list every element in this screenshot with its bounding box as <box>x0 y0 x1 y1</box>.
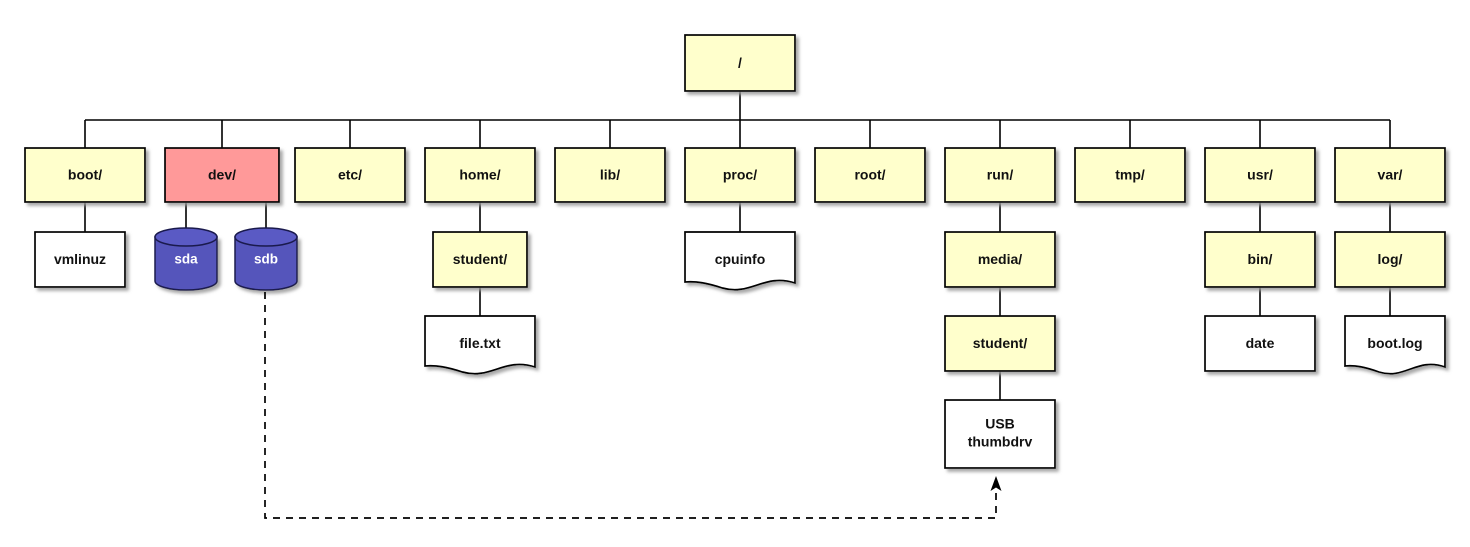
node-box <box>1204 231 1316 288</box>
node-dev: dev/ <box>164 147 280 203</box>
node-cylinder-top <box>234 227 298 247</box>
node-box <box>1204 147 1316 203</box>
edge-sdb-mounted-at-usb-thumbdrv <box>264 292 997 519</box>
node-home: home/ <box>424 147 536 203</box>
node-text: bin/ <box>1248 251 1273 267</box>
node-box <box>944 147 1056 203</box>
node-lib: lib/ <box>554 147 666 203</box>
node-text: sdb <box>254 252 278 267</box>
node-box <box>432 231 528 288</box>
node-text: date <box>1246 335 1275 351</box>
node-usb: USB thumbdrv <box>944 399 1056 469</box>
node-text-line-1: USB <box>985 416 1015 432</box>
node-box <box>34 231 126 288</box>
node-box <box>294 147 406 203</box>
node-text: lib/ <box>600 167 620 183</box>
node-box <box>1334 231 1446 288</box>
node-bootlog: boot.log <box>1344 315 1446 375</box>
node-box <box>944 315 1056 372</box>
node-text: media/ <box>978 251 1022 267</box>
node-student1: student/ <box>432 231 528 288</box>
node-text: / <box>738 55 742 71</box>
mount-link-layer <box>264 292 1002 519</box>
node-root: / <box>684 34 796 92</box>
node-box <box>684 147 796 203</box>
node-text: sda <box>174 252 198 267</box>
node-student2: student/ <box>944 315 1056 372</box>
node-cpuinfo: cpuinfo <box>684 231 796 291</box>
node-box <box>944 231 1056 288</box>
edge-layer <box>84 91 1391 400</box>
node-log: log/ <box>1334 231 1446 288</box>
node-sda: sda <box>154 227 218 291</box>
node-bin: bin/ <box>1204 231 1316 288</box>
node-text: etc/ <box>338 167 362 183</box>
node-document-shape <box>1344 315 1446 375</box>
node-text: usr/ <box>1247 167 1273 183</box>
node-boot: boot/ <box>24 147 146 203</box>
node-var: var/ <box>1334 147 1446 203</box>
node-cylinder-top <box>154 227 218 247</box>
node-cylinder-body <box>234 236 298 291</box>
node-box <box>1334 147 1446 203</box>
node-text: student/ <box>453 251 508 267</box>
node-box <box>424 147 536 203</box>
node-document-shape <box>684 231 796 291</box>
node-tmp: tmp/ <box>1074 147 1186 203</box>
node-box <box>944 399 1056 469</box>
node-rootd: root/ <box>814 147 926 203</box>
node-box <box>684 34 796 92</box>
node-text: boot.log <box>1367 335 1422 351</box>
node-text: tmp/ <box>1115 167 1145 183</box>
node-text: vmlinuz <box>54 251 106 267</box>
node-sdb: sdb <box>234 227 298 291</box>
node-proc: proc/ <box>684 147 796 203</box>
node-cylinder-body <box>154 236 218 291</box>
node-text: var/ <box>1378 167 1403 183</box>
node-layer: / boot/dev/etc/home/lib/proc/root/run/tmp… <box>24 34 1446 469</box>
node-box <box>1074 147 1186 203</box>
node-text: log/ <box>1378 251 1403 267</box>
node-vmlinuz: vmlinuz <box>34 231 126 288</box>
node-box <box>1204 315 1316 372</box>
node-document-shape <box>424 315 536 375</box>
node-text: dev/ <box>208 167 236 183</box>
node-media: media/ <box>944 231 1056 288</box>
node-box <box>164 147 280 203</box>
node-text-line-2: thumbdrv <box>968 434 1033 450</box>
node-usr: usr/ <box>1204 147 1316 203</box>
node-box <box>554 147 666 203</box>
node-text: file.txt <box>459 335 501 351</box>
node-box <box>24 147 146 203</box>
node-etc: etc/ <box>294 147 406 203</box>
mount-link-arrowhead <box>990 476 1002 491</box>
node-text: boot/ <box>68 167 102 183</box>
node-text: student/ <box>973 335 1028 351</box>
node-run: run/ <box>944 147 1056 203</box>
node-text: proc/ <box>723 167 757 183</box>
node-filetxt: file.txt <box>424 315 536 375</box>
node-text: cpuinfo <box>715 251 766 267</box>
node-text: home/ <box>459 167 500 183</box>
node-text: root/ <box>854 167 885 183</box>
node-date: date <box>1204 315 1316 372</box>
node-text: run/ <box>987 167 1014 183</box>
node-box <box>814 147 926 203</box>
